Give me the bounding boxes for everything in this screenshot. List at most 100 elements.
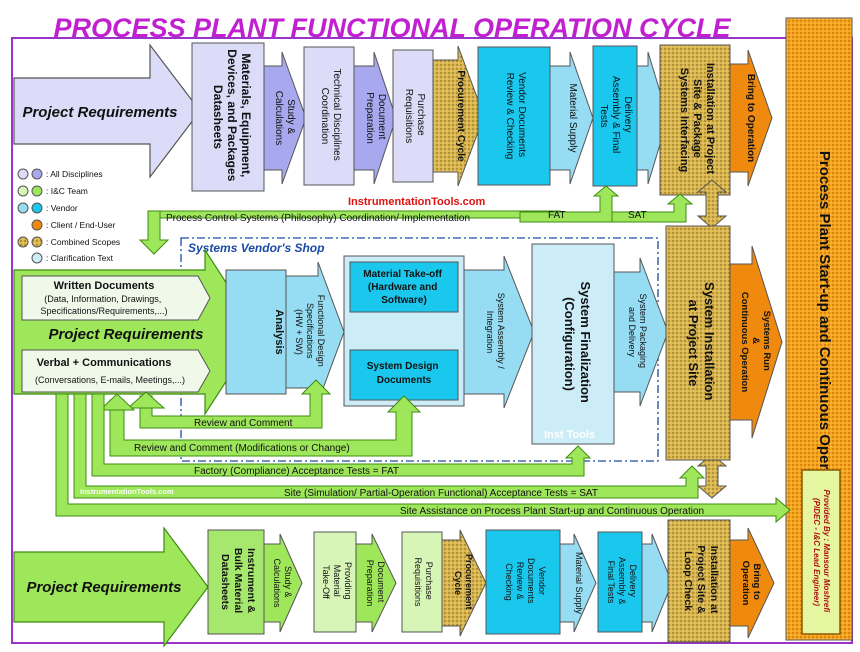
legend-label-ic: : I&C Team xyxy=(46,186,88,196)
bottom-material-supply-label: Material Supply xyxy=(574,552,584,615)
delivery-assembly-label: Delivery Assembly & Final Tests xyxy=(598,76,633,156)
assembly-arrow xyxy=(463,255,535,409)
bottom-doc-prep-arrow xyxy=(355,533,397,633)
pcs-down-arrow xyxy=(138,210,170,255)
material-supply-label: Material Supply xyxy=(567,84,578,153)
sat-label: SAT xyxy=(628,210,647,221)
design-docs-box xyxy=(349,349,459,401)
review-label-1: Review and Comment xyxy=(194,418,293,429)
bottom-doc-prep-label: Document Preparation xyxy=(365,560,386,607)
top-watermark: Inst Tools xyxy=(28,146,75,157)
fat-label: FAT xyxy=(548,210,566,221)
sat-link-arrow xyxy=(611,193,694,223)
bring-operation-arrow xyxy=(729,49,773,187)
fat-full-label: Factory (Compliance) Acceptance Tests = … xyxy=(194,466,399,477)
legend-label-clarification: : Clarification Text xyxy=(46,253,114,263)
website-label: InstrumentationTools.com xyxy=(348,196,486,208)
legend-label-vendor: : Vendor xyxy=(46,203,78,213)
packaging-label: System Packaging and Delivery xyxy=(627,293,648,370)
functional-spec-label: Functional Design Specifications (HW + S… xyxy=(294,295,326,370)
legend-label-combined: : Combined Scopes xyxy=(46,237,120,247)
legend-swatch-vendor-b xyxy=(31,202,43,214)
bottom-installation-label: Installation at Project Site & Loop Chec… xyxy=(682,545,720,616)
legend-swatch-all-b xyxy=(31,168,43,180)
bottom-procurement-arrow xyxy=(441,529,487,637)
systems-run-label: Systems Run & Continuous Operation xyxy=(739,292,772,392)
functional-spec-arrow xyxy=(285,261,345,403)
legend: : All Disciplines : I&C Team : Vendor : … xyxy=(17,168,120,264)
bottom-purchase-box xyxy=(401,531,443,633)
material-supply-arrow xyxy=(549,51,594,185)
bottom-purchase-label: Purchase Requisitions xyxy=(413,557,434,607)
legend-swatch-ic-a xyxy=(17,185,29,197)
installation-box xyxy=(659,44,731,196)
review-loop-1-up xyxy=(126,391,166,409)
website-small-label: InstrumentationTools.com xyxy=(80,487,174,496)
legend-swatch-all-a xyxy=(17,168,29,180)
procurement-arrow xyxy=(432,45,485,187)
top-project-requirements-arrow xyxy=(13,43,201,179)
verbal-title: Verbal + Communications xyxy=(37,357,172,369)
installation-label: Installation at Project Site & Package S… xyxy=(678,63,716,177)
systems-run-arrow xyxy=(729,245,783,439)
bottom-project-requirements-label: Project Requirements xyxy=(26,579,181,596)
double-arrow-lower xyxy=(696,453,728,499)
bottom-mto-label: Providing Material Take-Off xyxy=(321,562,353,602)
bottom-bring-arrow xyxy=(729,527,775,639)
legend-swatch-client xyxy=(31,219,43,231)
site-assist-line xyxy=(55,393,791,524)
bottom-material-supply-arrow xyxy=(559,533,597,633)
verbal-box xyxy=(21,349,211,393)
review-loop-2-up xyxy=(98,393,136,411)
legend-swatch-clarification xyxy=(31,252,43,264)
vendor-docs-box xyxy=(477,46,551,186)
assembly-label: System Assembly / Integration xyxy=(485,293,506,372)
doc-prep-label: Document Preparation xyxy=(364,92,387,144)
vendor-shop-label: Systems Vendor's Shop xyxy=(188,241,324,255)
site-assist-label: Site Assistance on Process Plant Start-u… xyxy=(400,506,704,517)
startup-label: Process Plant Start-up and Continuous Op… xyxy=(816,151,833,505)
materials-datasheets-label: Materials, Equipment, Devices, and Packa… xyxy=(211,49,253,184)
system-installation-box xyxy=(665,225,731,461)
top-study-arrow xyxy=(263,51,307,185)
bottom-mto-box xyxy=(313,531,357,633)
procurement-label: Procurement Cycle xyxy=(455,70,466,162)
legend-label-all: : All Disciplines xyxy=(46,169,103,179)
review-label-2: Review and Comment (Modifications or Cha… xyxy=(134,443,350,454)
sat-full-label: Site (Simulation/ Partial-Operation Func… xyxy=(284,488,598,499)
bottom-vendor-docs-label: Vendor Documents Review & Checking xyxy=(504,558,547,606)
bottom-project-requirements-arrow xyxy=(13,526,209,648)
legend-swatch-vendor-a xyxy=(17,202,29,214)
review-loop-2 xyxy=(109,395,422,457)
legend-label-client: : Client / End-User xyxy=(46,220,116,230)
bottom-delivery-label: Delivery Assembly & Final Tests xyxy=(606,557,638,607)
delivery-arrow xyxy=(636,51,669,185)
bottom-study-label: Study & Calculations xyxy=(272,558,293,608)
fat-line xyxy=(91,393,592,477)
bottom-bring-label: Bring to Operation xyxy=(740,561,762,606)
page-title: PROCESS PLANT FUNCTIONAL OPERATION CYCLE xyxy=(53,13,731,43)
verbal-detail: (Conversations, E-mails, Meetings,...) xyxy=(35,375,185,385)
vendor-docs-label: Vendor Documents Review & Checking xyxy=(504,72,527,160)
provided-label: Provided By : Mansour Moshrefi (PIDEC - … xyxy=(812,490,831,615)
bottom-delivery-box xyxy=(597,531,643,633)
written-docs-detail: (Data, Information, Drawings, Specificat… xyxy=(40,294,167,316)
bring-operation-label: Bring to Operation xyxy=(745,74,756,162)
mto-box xyxy=(349,261,459,313)
written-docs-title: Written Documents xyxy=(54,280,155,292)
finalization-label: System Finalization (Configuration) xyxy=(562,282,593,407)
bottom-study-arrow xyxy=(263,533,303,633)
mto-label: Material Take-off (Hardware and Software… xyxy=(363,269,445,306)
legend-swatch-ic-b xyxy=(31,185,43,197)
double-arrow-upper xyxy=(696,179,728,229)
delivery-assembly-box xyxy=(592,45,638,187)
top-project-requirements-label: Project Requirements xyxy=(22,104,177,121)
fat-link-arrow xyxy=(519,185,620,223)
review-loop-1 xyxy=(139,379,332,429)
bottom-vendor-docs-box xyxy=(485,529,561,635)
legend-swatch-combined-a xyxy=(17,236,29,248)
design-docs-label: System Design Documents xyxy=(367,361,441,386)
system-installation-label: System Installation at Project Site xyxy=(686,282,717,404)
bottom-procurement-label: Procurement Cycle xyxy=(453,554,474,612)
bottom-datasheets-box xyxy=(207,529,265,635)
